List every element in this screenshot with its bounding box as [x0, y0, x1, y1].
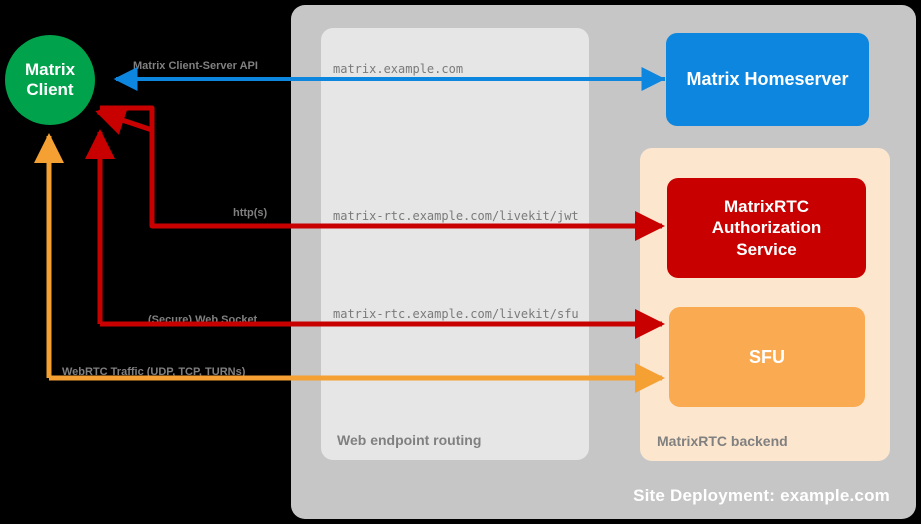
- node-matrixrtc-authorization-service: MatrixRTC Authorization Service: [667, 178, 866, 278]
- endpoint-label-matrix-example-com: matrix.example.com: [333, 62, 464, 76]
- site-deployment-label: Site Deployment: example.com: [633, 486, 890, 505]
- node-auth-service-label-line3: Service: [736, 239, 797, 259]
- edge-label-matrix-client-server-api: Matrix Client-Server API: [133, 60, 258, 72]
- node-auth-service-label-line1: MatrixRTC: [723, 197, 809, 217]
- endpoint-label-livekit-sfu: matrix-rtc.example.com/livekit/sfu: [333, 307, 579, 321]
- node-sfu: SFU: [669, 307, 865, 407]
- edge-livekit-jwt-arrowhead-to-client: [95, 106, 155, 200]
- node-matrix-client: Matrix Client: [5, 35, 95, 125]
- node-matrix-homeserver: Matrix Homeserver: [666, 33, 869, 126]
- edge-label-secure-web-socket: (Secure) Web Socket: [148, 314, 258, 326]
- edge-label-webrtc-traffic: WebRTC Traffic (UDP, TCP, TURNs): [62, 366, 246, 378]
- edge-label-http-s: http(s): [233, 207, 268, 219]
- matrixrtc-backend-label: MatrixRTC backend: [657, 433, 788, 449]
- web-endpoint-routing-container: Web endpoint routing: [321, 28, 589, 460]
- node-matrix-client-label-line1: Matrix: [24, 60, 76, 80]
- web-endpoint-routing-label: Web endpoint routing: [337, 432, 482, 448]
- node-auth-service-label-line2: Authorization: [711, 218, 822, 238]
- node-matrix-homeserver-label: Matrix Homeserver: [686, 69, 849, 89]
- node-matrix-client-label-line2: Client: [26, 80, 74, 99]
- node-sfu-label: SFU: [749, 346, 785, 367]
- endpoint-label-livekit-jwt: matrix-rtc.example.com/livekit/jwt: [333, 209, 579, 223]
